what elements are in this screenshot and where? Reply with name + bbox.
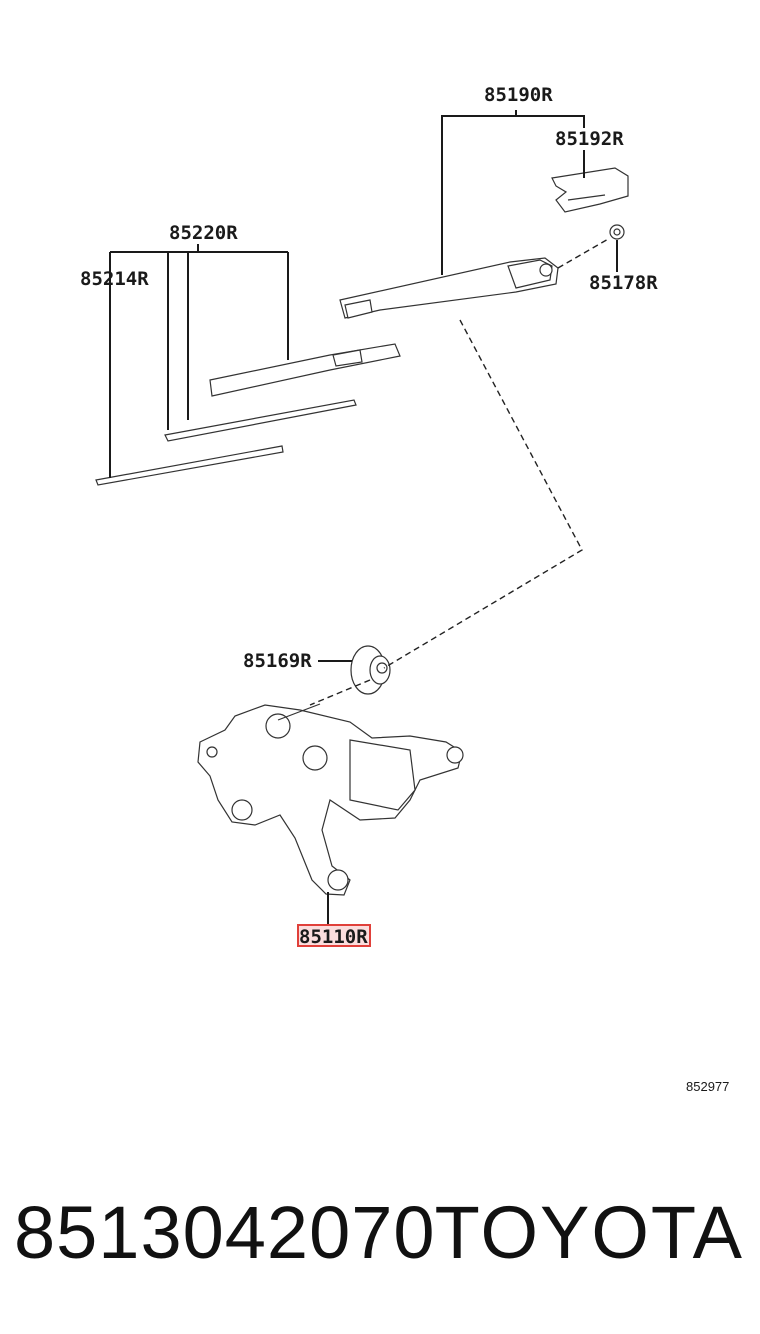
label-85214R: 85214R	[80, 268, 149, 290]
wiper-arm-85190R	[339, 257, 559, 319]
footer-part-number: 8513042070	[14, 1191, 436, 1274]
label-85192R: 85192R	[555, 128, 624, 150]
blade-refill-85214R	[95, 399, 357, 486]
label-85220R: 85220R	[169, 222, 238, 244]
highlight-box	[297, 924, 371, 947]
reference-code: 852977	[686, 1079, 729, 1094]
assembly-dashed-line	[309, 237, 611, 706]
nut-85178R	[609, 224, 625, 240]
label-85110R[interactable]: 85110R	[299, 926, 368, 948]
grommet-85169R	[350, 645, 391, 695]
leader-85214R	[109, 251, 168, 478]
leader-85190R	[441, 115, 585, 275]
wiper-blade-85220R	[209, 343, 401, 397]
footer-brand: TOYOTA	[434, 1191, 744, 1274]
leader-85220R	[167, 244, 289, 430]
highlight-box-fill	[298, 925, 370, 946]
label-85169R: 85169R	[243, 650, 312, 672]
label-85178R: 85178R	[589, 272, 658, 294]
wiper-motor-85110R	[197, 703, 464, 896]
label-85190R: 85190R	[484, 84, 553, 106]
arm-cap-85192R	[551, 167, 629, 213]
